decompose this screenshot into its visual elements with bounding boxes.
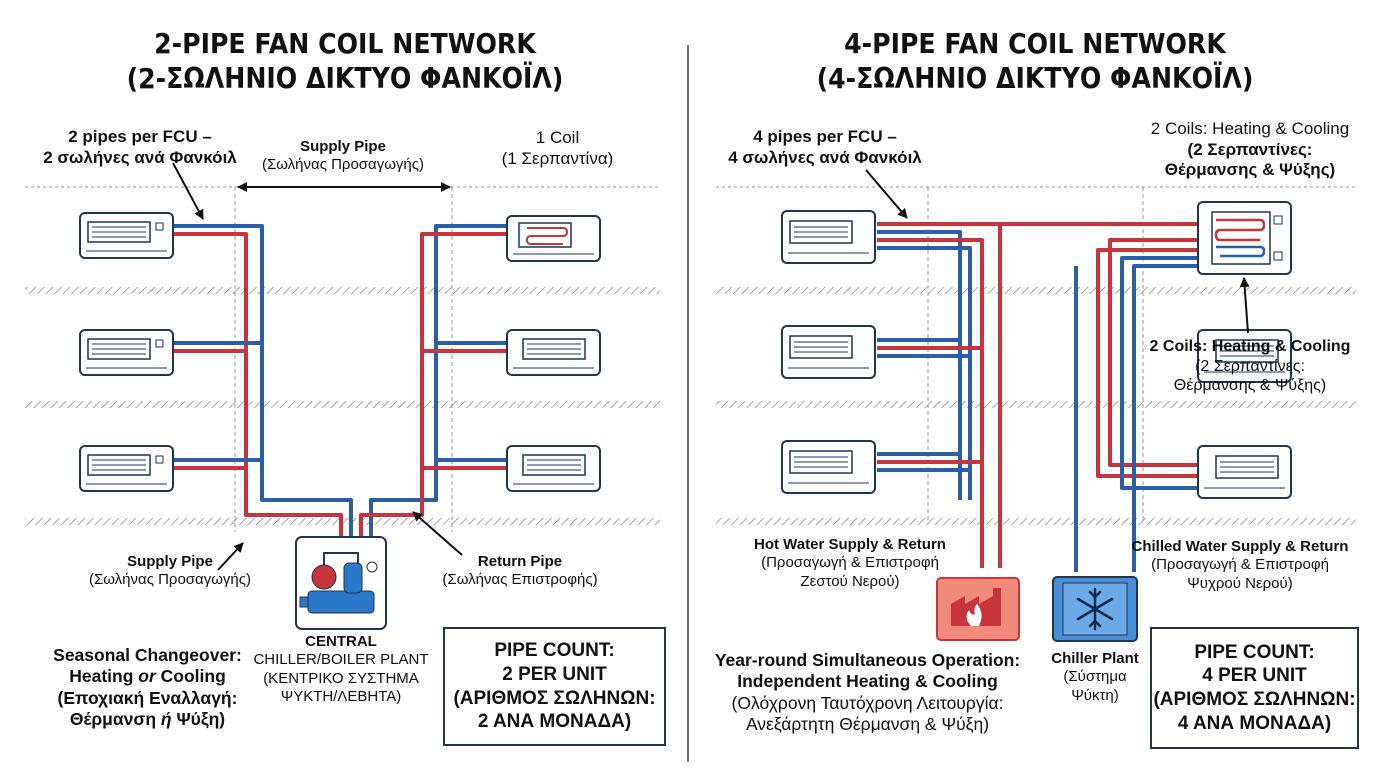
left-return-label: Return Pipe (Σωλήνας Επιστροφής)	[442, 553, 598, 589]
fan-coil-unit-icon	[79, 329, 174, 376]
left-title-line: 2-PIPE FAN COIL NETWORK	[154, 27, 536, 60]
coil-icon	[1216, 245, 1266, 258]
right-mode-label: Year-round Simultaneous Operation: Indep…	[714, 650, 1021, 735]
right-coils-mid-label: 2 Coils: Heating & Cooling (2 Σερπαντίνε…	[1149, 338, 1351, 395]
right-pipes-per-fcu-label: 4 pipes per FCU – 4 σωλήνες ανά Φανκόιλ	[728, 127, 922, 167]
supply-pipe-blue	[165, 224, 353, 540]
callout-arrow	[217, 542, 244, 571]
right-title: 4-PIPE FAN COIL NETWORK (4-ΣΩΛΗΝΙΟ ΔΙΚΤΥ…	[779, 26, 1292, 96]
snowflake-icon	[1052, 576, 1138, 642]
fan-coil-unit-icon	[781, 440, 876, 494]
fan-coil-unit-icon	[781, 325, 876, 379]
fan-coil-unit-icon	[1197, 201, 1292, 275]
fan-coil-unit-icon	[506, 445, 601, 492]
fan-coil-unit-icon	[79, 445, 174, 492]
floor-slab	[25, 401, 660, 408]
fan-coil-unit-icon	[1197, 329, 1292, 383]
right-title-line: (4-ΣΩΛΗΝΙΟ ΔΙΚΤΥΟ ΦΑΝΚΟΪΛ)	[816, 62, 1254, 95]
left-supply-top-label: Supply Pipe (Σωλήνας Προσαγωγής)	[261, 138, 425, 174]
left-pipe-count-box: PIPE COUNT: 2 PER UNIT (ΑΡΙΘΜΟΣ ΣΩΛΗΝΩΝ:…	[443, 627, 666, 746]
left-pipes-per-fcu-label: 2 pipes per FCU – 2 σωλήνες ανά Φανκόιλ	[43, 127, 237, 167]
return-pipe-blue	[369, 224, 511, 540]
left-pipes	[165, 224, 511, 540]
floor-slab	[716, 401, 1356, 408]
callout-arrow	[1239, 277, 1250, 334]
floor-slab	[716, 287, 1356, 294]
floor-slab	[25, 287, 660, 294]
floor-slab	[716, 518, 1356, 525]
fan-coil-unit-icon	[79, 212, 174, 259]
supply-pipe-red	[165, 232, 343, 540]
chilled-water-label: Chilled Water Supply & Return (Προσαγωγή…	[1131, 538, 1349, 592]
right-title-line: 4-PIPE FAN COIL NETWORK	[844, 27, 1226, 60]
left-title-line: (2-ΣΩΛΗΝΙΟ ΔΙΚΤΥΟ ΦΑΝΚΟΪΛ)	[126, 62, 564, 95]
callout-arrow	[412, 511, 463, 556]
left-mode-label: Seasonal Changeover: Heating or Cooling …	[53, 645, 242, 730]
right-coils-top-label: 2 Coils: Heating & Cooling (2 Σερπαντίνε…	[1150, 119, 1350, 180]
pump-tank-icon	[295, 536, 387, 630]
fan-coil-unit-icon	[1197, 445, 1292, 499]
right-pipe-count-box: PIPE COUNT: 4 PER UNIT (ΑΡΙΘΜΟΣ ΣΩΛΗΝΩΝ:…	[1150, 627, 1359, 749]
left-title: 2-PIPE FAN COIL NETWORK (2-ΣΩΛΗΝΙΟ ΔΙΚΤΥ…	[89, 26, 602, 96]
fan-coil-unit-icon	[781, 210, 876, 264]
right-pipes	[877, 222, 1210, 572]
callout-arrow	[172, 162, 204, 220]
left-supply-bottom-label: Supply Pipe (Σωλήνας Προσαγωγής)	[88, 553, 252, 589]
hot-water-label: Hot Water Supply & Return (Προσαγωγή & Ε…	[754, 536, 946, 590]
coil-icon	[1214, 218, 1266, 242]
fan-coil-unit-icon	[506, 215, 601, 262]
fan-coil-unit-icon	[506, 329, 601, 376]
left-coil-label: 1 Coil (1 Σερπαντίνα)	[501, 128, 614, 168]
chiller-plant-label: Chiller Plant (Σύστημα Ψύκτη)	[1051, 650, 1139, 704]
right-floors	[716, 186, 1356, 525]
callout-arrow	[865, 169, 908, 219]
central-plant-label: CENTRAL CHILLER/BOILER PLANT (ΚΕΝΤΡΙΚΟ Σ…	[253, 633, 429, 705]
coil-icon	[525, 227, 569, 245]
factory-flame-icon	[936, 577, 1020, 641]
